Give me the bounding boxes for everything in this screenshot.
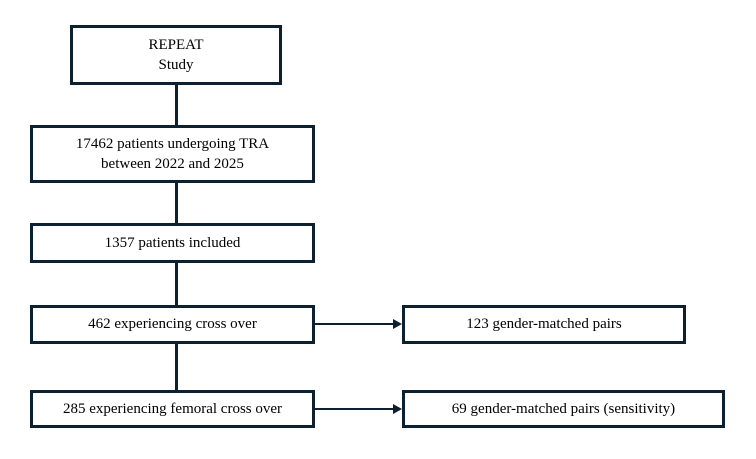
node-experiencing-femoral-cross-over-line1: 285 experiencing femoral cross over [62, 400, 283, 417]
connector-included-to-crossover [175, 263, 178, 305]
arrow-crossover-to-pairs [315, 317, 402, 331]
node-gender-matched-pairs-sensitivity: 69 gender-matched pairs (sensitivity) [402, 390, 725, 428]
connector-crossover-to-femoral [175, 344, 178, 390]
connector-undergoing-to-included [175, 183, 178, 223]
node-experiencing-femoral-cross-over: 285 experiencing femoral cross over [30, 390, 315, 428]
node-experiencing-cross-over-line1: 462 experiencing cross over [88, 316, 257, 333]
arrow-femoral-to-pairs-sensitivity [315, 402, 402, 416]
node-patients-undergoing-tra-line1: 17462 patients undergoing TRA [75, 135, 270, 152]
node-gender-matched-pairs-sensitivity-line1: 69 gender-matched pairs (sensitivity) [451, 400, 676, 417]
connector-repeat-to-undergoing [175, 85, 178, 125]
arrow-shaft [315, 408, 394, 410]
node-repeat-study: REPEAT Study [70, 25, 282, 85]
node-patients-undergoing-tra-line2: between 2022 and 2025 [101, 156, 244, 172]
node-patients-included: 1357 patients included [30, 223, 315, 263]
arrow-shaft [315, 323, 394, 325]
node-gender-matched-pairs: 123 gender-matched pairs [402, 305, 686, 344]
node-experiencing-cross-over: 462 experiencing cross over [30, 305, 315, 344]
node-repeat-study-line1: REPEAT [148, 36, 204, 53]
arrow-head-icon [393, 404, 402, 414]
node-patients-included-line1: 1357 patients included [104, 234, 241, 251]
node-repeat-study-line2: Study [158, 57, 194, 73]
arrow-head-icon [393, 319, 402, 329]
node-gender-matched-pairs-line1: 123 gender-matched pairs [466, 316, 622, 333]
node-patients-undergoing-tra: 17462 patients undergoing TRA between 20… [30, 125, 315, 183]
